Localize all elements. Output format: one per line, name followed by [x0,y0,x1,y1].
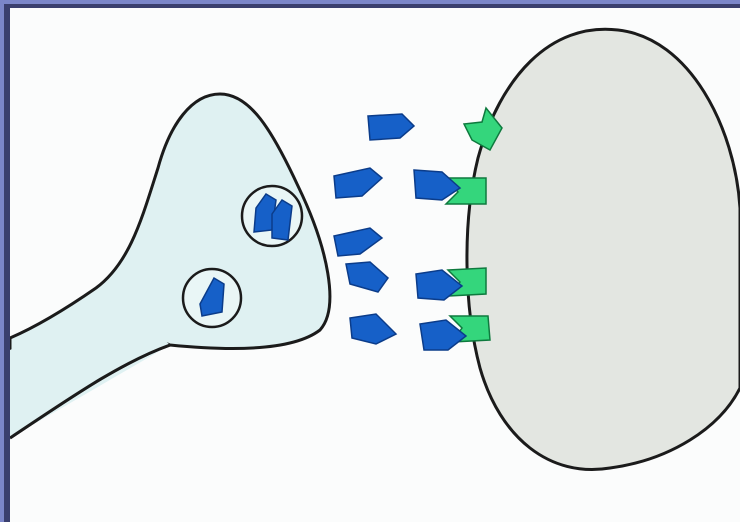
diagram-canvas [10,8,740,522]
receptor-bound [416,268,486,300]
neurotransmitter [346,262,388,292]
neurotransmitter [368,114,414,140]
neurotransmitter [334,228,382,256]
synapse-diagram [10,8,740,522]
postsynaptic-neuron [467,29,740,469]
synaptic-vesicle [242,186,302,246]
synaptic-vesicle [183,269,241,327]
neurotransmitter [334,168,382,198]
neurotransmitter [350,314,396,344]
neurotransmitter [414,170,460,200]
